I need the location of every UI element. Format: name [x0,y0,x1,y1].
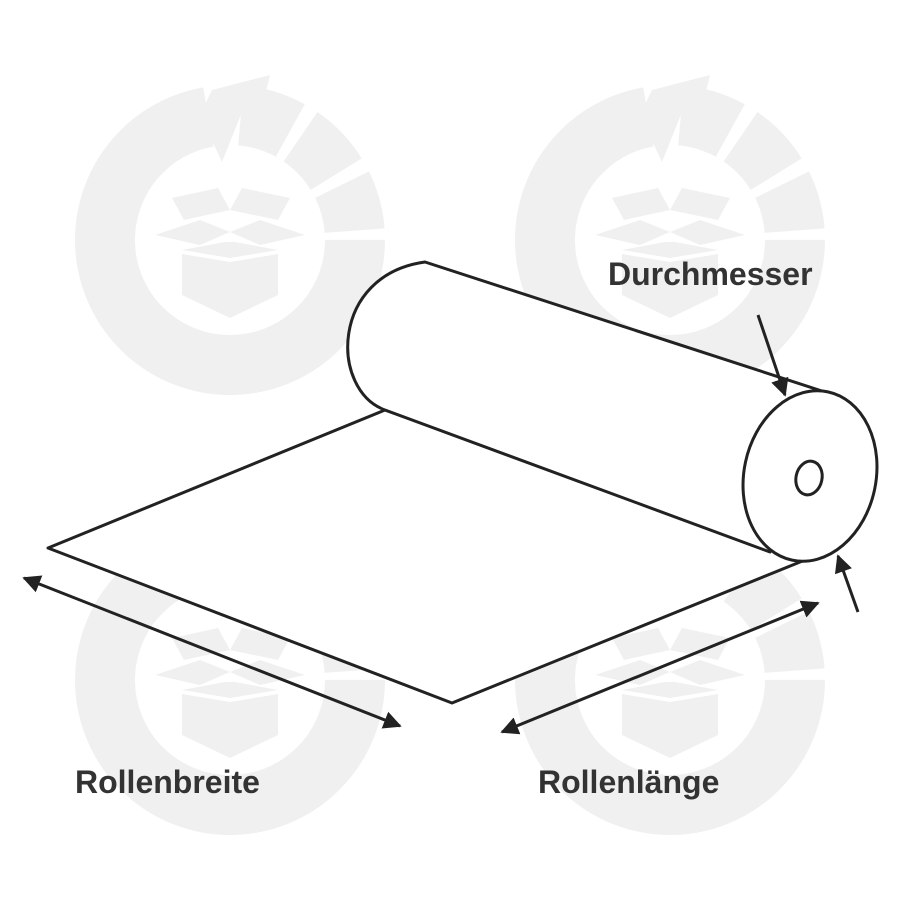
diameter-arrow-top [756,314,789,397]
diameter-label: Durchmesser [608,256,813,292]
roll-core-hole [794,459,824,497]
length-arrow [500,600,820,735]
width-arrow [22,575,402,729]
diameter-arrow-bottom [834,554,860,613]
recycle-box-watermark-icon [95,75,366,375]
roll-body [346,260,827,554]
length-label: Rollenlänge [538,764,719,800]
width-label: Rollenbreite [75,764,260,800]
